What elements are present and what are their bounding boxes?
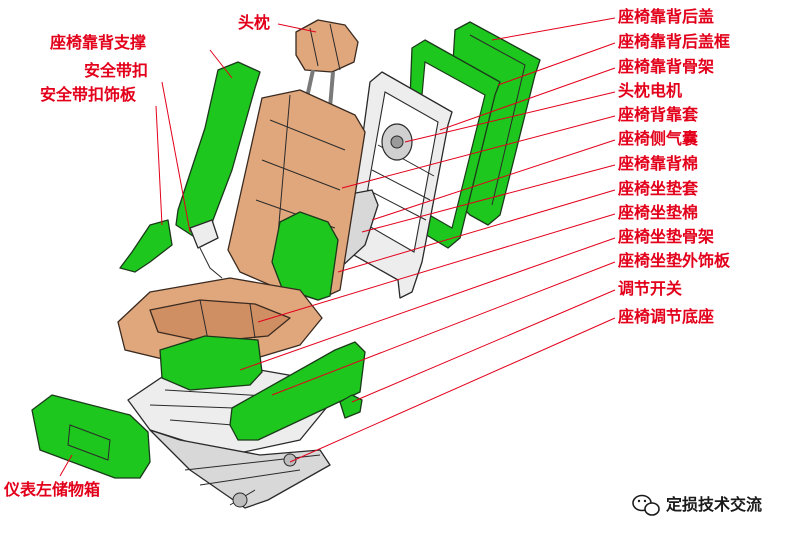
watermark-text: 定损技术交流 [665,495,762,514]
label-backrest-rear-cover: 座椅靠背后盖 [617,7,714,26]
label-seatbelt-buckle: 安全带扣 [84,61,148,80]
label-cushion-cover: 座椅坐垫套 [617,179,699,198]
glovebox-part [31,394,151,479]
label-backrest-foam: 座椅靠背棉 [617,154,698,173]
seatbelt-buckle-trim-part [119,219,173,273]
label-backrest-cover: 座椅背靠套 [617,105,699,124]
label-headrest: 头枕 [238,13,270,32]
label-adjust-switch: 调节开关 [618,279,682,298]
adjust-base-part [149,429,331,509]
label-backrest-support: 座椅靠背支撑 [49,33,146,52]
label-cushion-frame: 座椅坐垫骨架 [617,227,714,246]
headrest-part [295,19,359,109]
watermark: 定损技术交流 [632,494,762,516]
cushion-cover-part [117,277,323,391]
backrest-frame-part [344,71,453,299]
backrest-cover-part [227,89,366,301]
label-headrest-motor: 头枕电机 [618,81,682,100]
label-backrest-rear-cover-frame: 座椅靠背后盖框 [617,32,730,51]
label-cushion-outer-trim: 座椅坐垫外饰板 [617,251,731,270]
label-adjust-base: 座椅调节底座 [617,307,714,326]
leader-lines [59,17,616,477]
adjust-switch-part [339,394,363,419]
label-cushion-foam: 座椅坐垫棉 [617,203,698,222]
headrest-motor-part [381,123,413,161]
seatbelt-buckle-part [189,219,223,279]
label-seatbelt-buckle-trim: 安全带扣饰板 [40,85,137,104]
label-backrest-frame: 座椅靠背骨架 [617,57,714,76]
wechat-icon [632,494,660,516]
label-side-airbag: 座椅侧气囊 [617,129,699,148]
label-glovebox: 仪表左储物箱 [3,480,100,499]
